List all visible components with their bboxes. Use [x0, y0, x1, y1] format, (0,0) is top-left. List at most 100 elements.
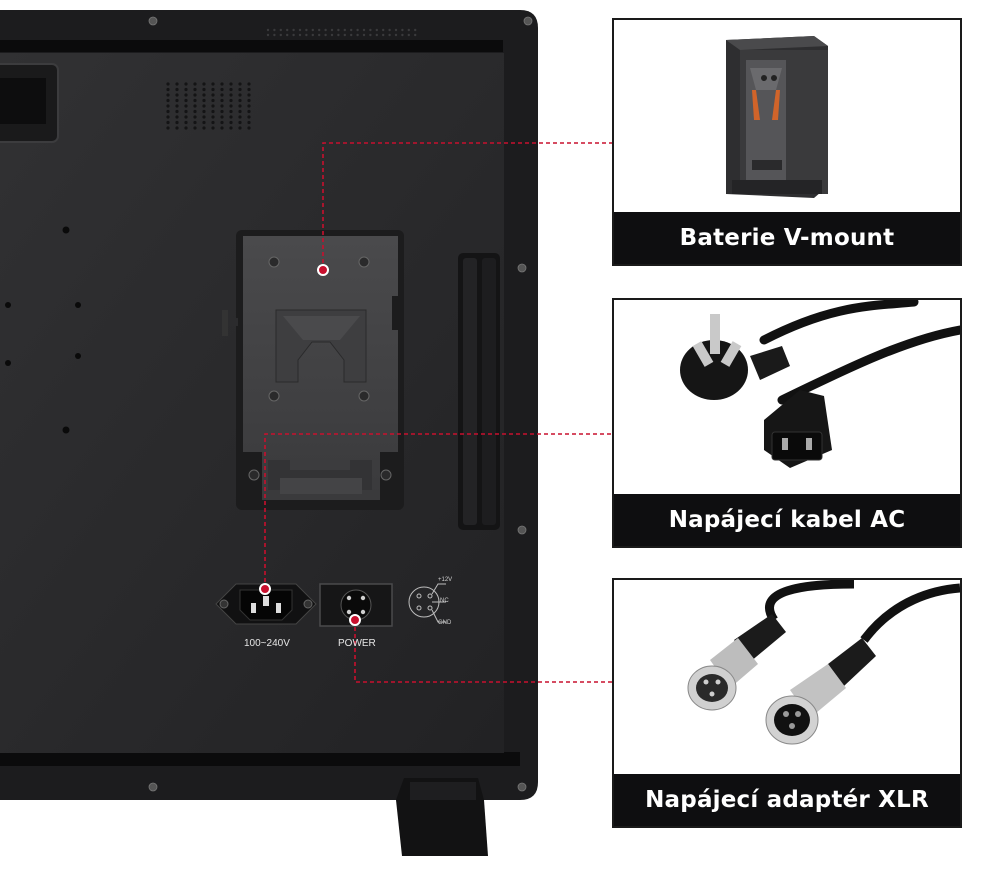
stand-foot: [396, 778, 488, 856]
vent-hole: [350, 33, 353, 37]
grille-hole: [229, 87, 233, 92]
grille-hole: [184, 98, 188, 103]
callout-xlr-cable: Napájecí adaptér XLR: [612, 578, 962, 828]
grille-hole: [220, 126, 224, 130]
grille-hole: [238, 115, 242, 119]
vent-hole: [407, 28, 410, 32]
grille-hole: [184, 109, 188, 114]
grille-hole: [193, 126, 197, 130]
vent-hole: [388, 28, 391, 32]
callout-ac-power-cable: Napájecí kabel AC: [612, 298, 962, 548]
grille-hole: [175, 93, 179, 97]
ac-voltage-label: 100~240V: [244, 638, 290, 649]
grille-hole: [220, 115, 224, 119]
grille-hole: [184, 126, 188, 130]
vent-hole: [369, 28, 372, 32]
grille-hole: [175, 126, 179, 130]
callout-caption: Baterie V-mount: [614, 212, 960, 264]
grille-hole: [238, 109, 242, 114]
vent-hole: [273, 28, 276, 32]
grille-hole: [220, 104, 224, 108]
grille-hole: [175, 82, 179, 86]
grille-hole: [229, 120, 233, 125]
vent-hole: [394, 28, 398, 32]
side-cable-rail: [458, 253, 500, 530]
grille-hole: [211, 93, 215, 97]
vent-hole: [375, 33, 378, 37]
grille-hole: [184, 93, 188, 97]
vent-hole: [362, 28, 366, 32]
grille-hole: [166, 104, 170, 108]
vent-hole: [382, 28, 385, 32]
vent-hole: [382, 33, 385, 37]
vent-hole: [356, 28, 359, 32]
grille-hole: [184, 104, 188, 108]
grille-hole: [193, 87, 197, 92]
xlr-pin-label-12v: +12V: [438, 577, 453, 583]
grille-hole: [229, 126, 233, 130]
xlr-pin-diagram: [408, 583, 446, 623]
grille-hole: [202, 98, 206, 103]
vent-hole: [324, 33, 327, 37]
vent-hole: [318, 28, 321, 32]
grille-hole: [238, 104, 242, 108]
vent-hole: [286, 33, 289, 37]
grille-hole: [229, 104, 233, 108]
grille-hole: [220, 82, 224, 86]
vent-hole: [343, 33, 346, 37]
callout-caption: Napájecí adaptér XLR: [614, 774, 960, 826]
grille-hole: [202, 93, 206, 97]
grille-hole: [202, 109, 206, 114]
vent-hole: [401, 28, 404, 32]
vent-hole: [305, 28, 308, 32]
vent-hole: [343, 28, 346, 32]
grille-hole: [220, 120, 224, 125]
vent-hole: [414, 28, 417, 32]
vent-hole: [330, 33, 334, 37]
grille-hole: [247, 109, 251, 114]
grille-hole: [238, 120, 242, 125]
leader-points: [259, 264, 361, 626]
grille-hole: [247, 104, 251, 108]
xlr-pin-label-gnd: GND: [438, 620, 452, 626]
vent-hole: [337, 28, 340, 32]
grille-hole: [238, 126, 242, 130]
grille-hole: [202, 126, 206, 130]
vent-hole: [298, 33, 302, 37]
vent-hole: [266, 33, 270, 37]
grille-hole: [166, 126, 170, 130]
grille-hole: [211, 98, 215, 103]
grille-hole: [184, 120, 188, 125]
vent-hole: [273, 33, 276, 37]
grille-hole: [247, 98, 251, 103]
grille-hole: [211, 87, 215, 92]
grille-hole: [175, 104, 179, 108]
grille-hole: [220, 98, 224, 103]
grille-hole: [166, 109, 170, 114]
grille-hole: [202, 87, 206, 92]
grille-hole: [220, 109, 224, 114]
grille-hole: [247, 126, 251, 130]
frame-screws: [148, 16, 533, 792]
vent-hole: [362, 33, 366, 37]
grille-hole: [184, 82, 188, 86]
grille-hole: [247, 82, 251, 86]
grille-hole: [193, 115, 197, 119]
grille-hole: [229, 82, 233, 86]
grille-hole: [229, 93, 233, 97]
grille-hole: [229, 109, 233, 114]
power-port-label: POWER: [338, 638, 376, 649]
grille-hole: [175, 109, 179, 114]
grille-hole: [166, 87, 170, 92]
grille-hole: [193, 82, 197, 86]
vent-hole: [298, 28, 302, 32]
vent-hole: [369, 33, 372, 37]
vent-hole: [305, 33, 308, 37]
ac-inlet-port: [215, 583, 317, 625]
grille-hole: [211, 104, 215, 108]
speaker-grille: [166, 82, 251, 130]
grille-hole: [247, 87, 251, 92]
grille-hole: [166, 93, 170, 97]
ac-power-cable-icon: [680, 300, 960, 468]
vent-hole: [318, 33, 321, 37]
